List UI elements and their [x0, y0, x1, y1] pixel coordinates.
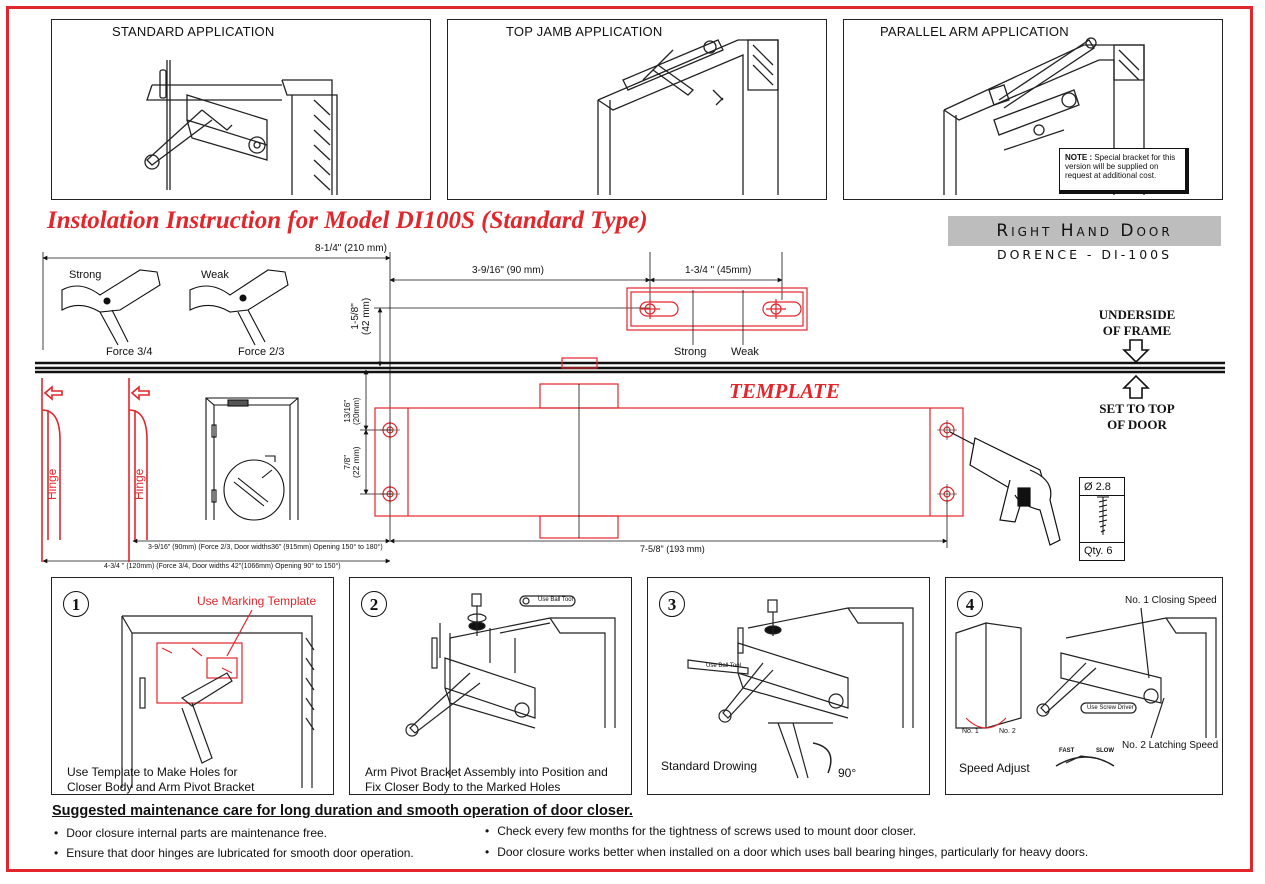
note-box: NOTE : Special bracket for this version …: [1059, 148, 1189, 194]
step-caption: Use Template to Make Holes for Closer Bo…: [67, 765, 254, 795]
panel-title: PARALLEL ARM APPLICATION: [880, 24, 1069, 39]
note-text: version will be supplied on: [1065, 162, 1159, 171]
maintenance-item: Door closure works better when installed…: [485, 845, 1088, 859]
dim-top: 13/16" (20mm): [343, 397, 361, 425]
tool-label: Use Screw Driver: [1087, 705, 1134, 711]
fast-label: FAST: [1059, 748, 1075, 754]
panel-standard-application: STANDARD APPLICATION: [51, 19, 431, 200]
force-weak-label: Force 2/3: [238, 346, 285, 358]
step-caption-line: Arm Pivot Bracket Assembly into Position…: [365, 765, 608, 779]
latching-speed-label: No. 2 Latching Speed: [1122, 740, 1219, 751]
maintenance-title: Suggested maintenance care for long dura…: [52, 803, 633, 819]
step-caption-line: Fix Closer Body to the Marked Holes: [365, 780, 561, 794]
marking-template-callout: Use Marking Template: [197, 594, 317, 608]
step-number: 3: [659, 591, 685, 617]
panel-title: TOP JAMB APPLICATION: [506, 24, 663, 39]
tool-label: Use Ball Tool: [538, 597, 573, 603]
bracket-weak-label: Weak: [731, 346, 759, 358]
slow-label: SLOW: [1096, 748, 1114, 754]
dim-vert-bracket: 1-5/8" (42 mm): [350, 298, 372, 335]
dim-overall: 8-1/4" (210 mm): [315, 243, 387, 254]
tool-label: Use Ball Tool: [706, 663, 741, 669]
template-label: TEMPLATE: [729, 379, 840, 403]
arm-weak-label: Weak: [201, 269, 229, 281]
maintenance-item: Ensure that door hinges are lubricated f…: [54, 846, 414, 860]
dim-vert-bracket-line: (42 mm): [361, 297, 372, 335]
underside-line: UNDERSIDE: [1098, 307, 1176, 322]
step-4-panel: 4 No. 1 Closing Speed No. 2 Latching Spe…: [945, 577, 1223, 795]
hand-badge: Right Hand Door: [948, 216, 1221, 246]
valve-label: No. 2: [999, 728, 1016, 735]
step-3-drawing: [687, 599, 914, 779]
arm-strong-label: Strong: [69, 269, 102, 281]
underside-line: OF FRAME: [1102, 323, 1172, 338]
step-caption: Arm Pivot Bracket Assembly into Position…: [365, 765, 608, 795]
step-caption-line: Closer Body and Arm Pivot Bracket: [67, 780, 255, 794]
note-text: Special bracket for this: [1094, 153, 1176, 162]
step-2-panel: 2 Use Ball Tool Arm Pivot Bracket Assemb…: [349, 577, 632, 795]
page-border: [6, 6, 1253, 872]
step-number: 1: [63, 591, 89, 617]
dim-holes-span: 7-5/8" (193 mm): [640, 544, 705, 554]
bracket-strong-label: Strong: [674, 346, 707, 358]
parallel-arm-application-drawing: [943, 37, 1145, 195]
step-caption-line: Use Template to Make Holes for: [67, 765, 238, 779]
dim-holes-line: (22 mm): [351, 446, 361, 478]
step-2-drawing: [405, 593, 616, 778]
step-number: 2: [361, 591, 387, 617]
dim-door-42: 4-3/4 " (120mm) (Force 3/4, Door widths …: [104, 563, 341, 570]
hinge-label: Hinge: [132, 468, 146, 500]
screw-spec-box: Ø 2.8 Qty. 6: [1079, 477, 1125, 561]
set-to-top-label: SET TO TOP OF DOOR: [1082, 401, 1192, 433]
screw-icon: [1080, 495, 1124, 496]
step-caption: Standard Drowing: [661, 759, 758, 773]
step-caption: Speed Adjust: [959, 761, 1030, 775]
note-text: request at additional cost.: [1065, 171, 1157, 180]
standard-application-drawing: [144, 60, 338, 195]
dim-vert-bracket-line: 1-5/8": [350, 303, 361, 330]
step-3-panel: 3 Use Ball Tool 90° Standard Drowing: [647, 577, 930, 795]
underside-label: UNDERSIDE OF FRAME: [1082, 307, 1192, 339]
panel-top-jamb-application: TOP JAMB APPLICATION: [447, 19, 827, 200]
dim-bracket: 1-3/4 " (45mm): [685, 265, 752, 276]
dim-holes: 7/8" (22 mm): [342, 446, 361, 478]
note-label: NOTE :: [1065, 153, 1093, 162]
maintenance-item: Door closure internal parts are maintena…: [54, 826, 327, 840]
maintenance-item: Check every few months for the tightness…: [485, 824, 916, 838]
page-title: Instolation Instruction for Model DI100S…: [47, 207, 648, 234]
closing-speed-label: No. 1 Closing Speed: [1125, 595, 1217, 606]
panel-parallel-arm-application: PARALLEL ARM APPLICATION NOTE : Special …: [843, 19, 1223, 200]
dim-top-line: 13/16": [343, 399, 352, 423]
dim-top-line: (20mm): [352, 397, 361, 425]
set-to-top-line: OF DOOR: [1107, 417, 1167, 432]
step-4-drawing: [955, 607, 1217, 767]
step-1-panel: 1 Use Marking Template Use Template to M…: [51, 577, 334, 795]
step-1-drawing: [121, 609, 315, 788]
angle-label: 90°: [838, 766, 857, 780]
valve-label: No. 1: [962, 728, 979, 735]
step-number: 4: [957, 591, 983, 617]
dim-door-36: 3-9/16" (90mm) (Force 2/3, Door widths36…: [148, 544, 383, 551]
dim-to-bracket: 3-9/16" (90 mm): [472, 265, 544, 276]
screw-qty: Qty. 6: [1084, 545, 1113, 557]
model-label: DORENCE - DI-100S: [996, 247, 1173, 262]
screw-size: Ø 2.8: [1084, 481, 1111, 493]
screw-divider: [1080, 542, 1124, 543]
force-strong-label: Force 3/4: [106, 346, 153, 358]
top-jamb-application-drawing: [597, 39, 779, 195]
hinge-label: Hinge: [45, 468, 59, 500]
set-to-top-line: SET TO TOP: [1099, 401, 1175, 416]
panel-title: STANDARD APPLICATION: [112, 24, 275, 39]
